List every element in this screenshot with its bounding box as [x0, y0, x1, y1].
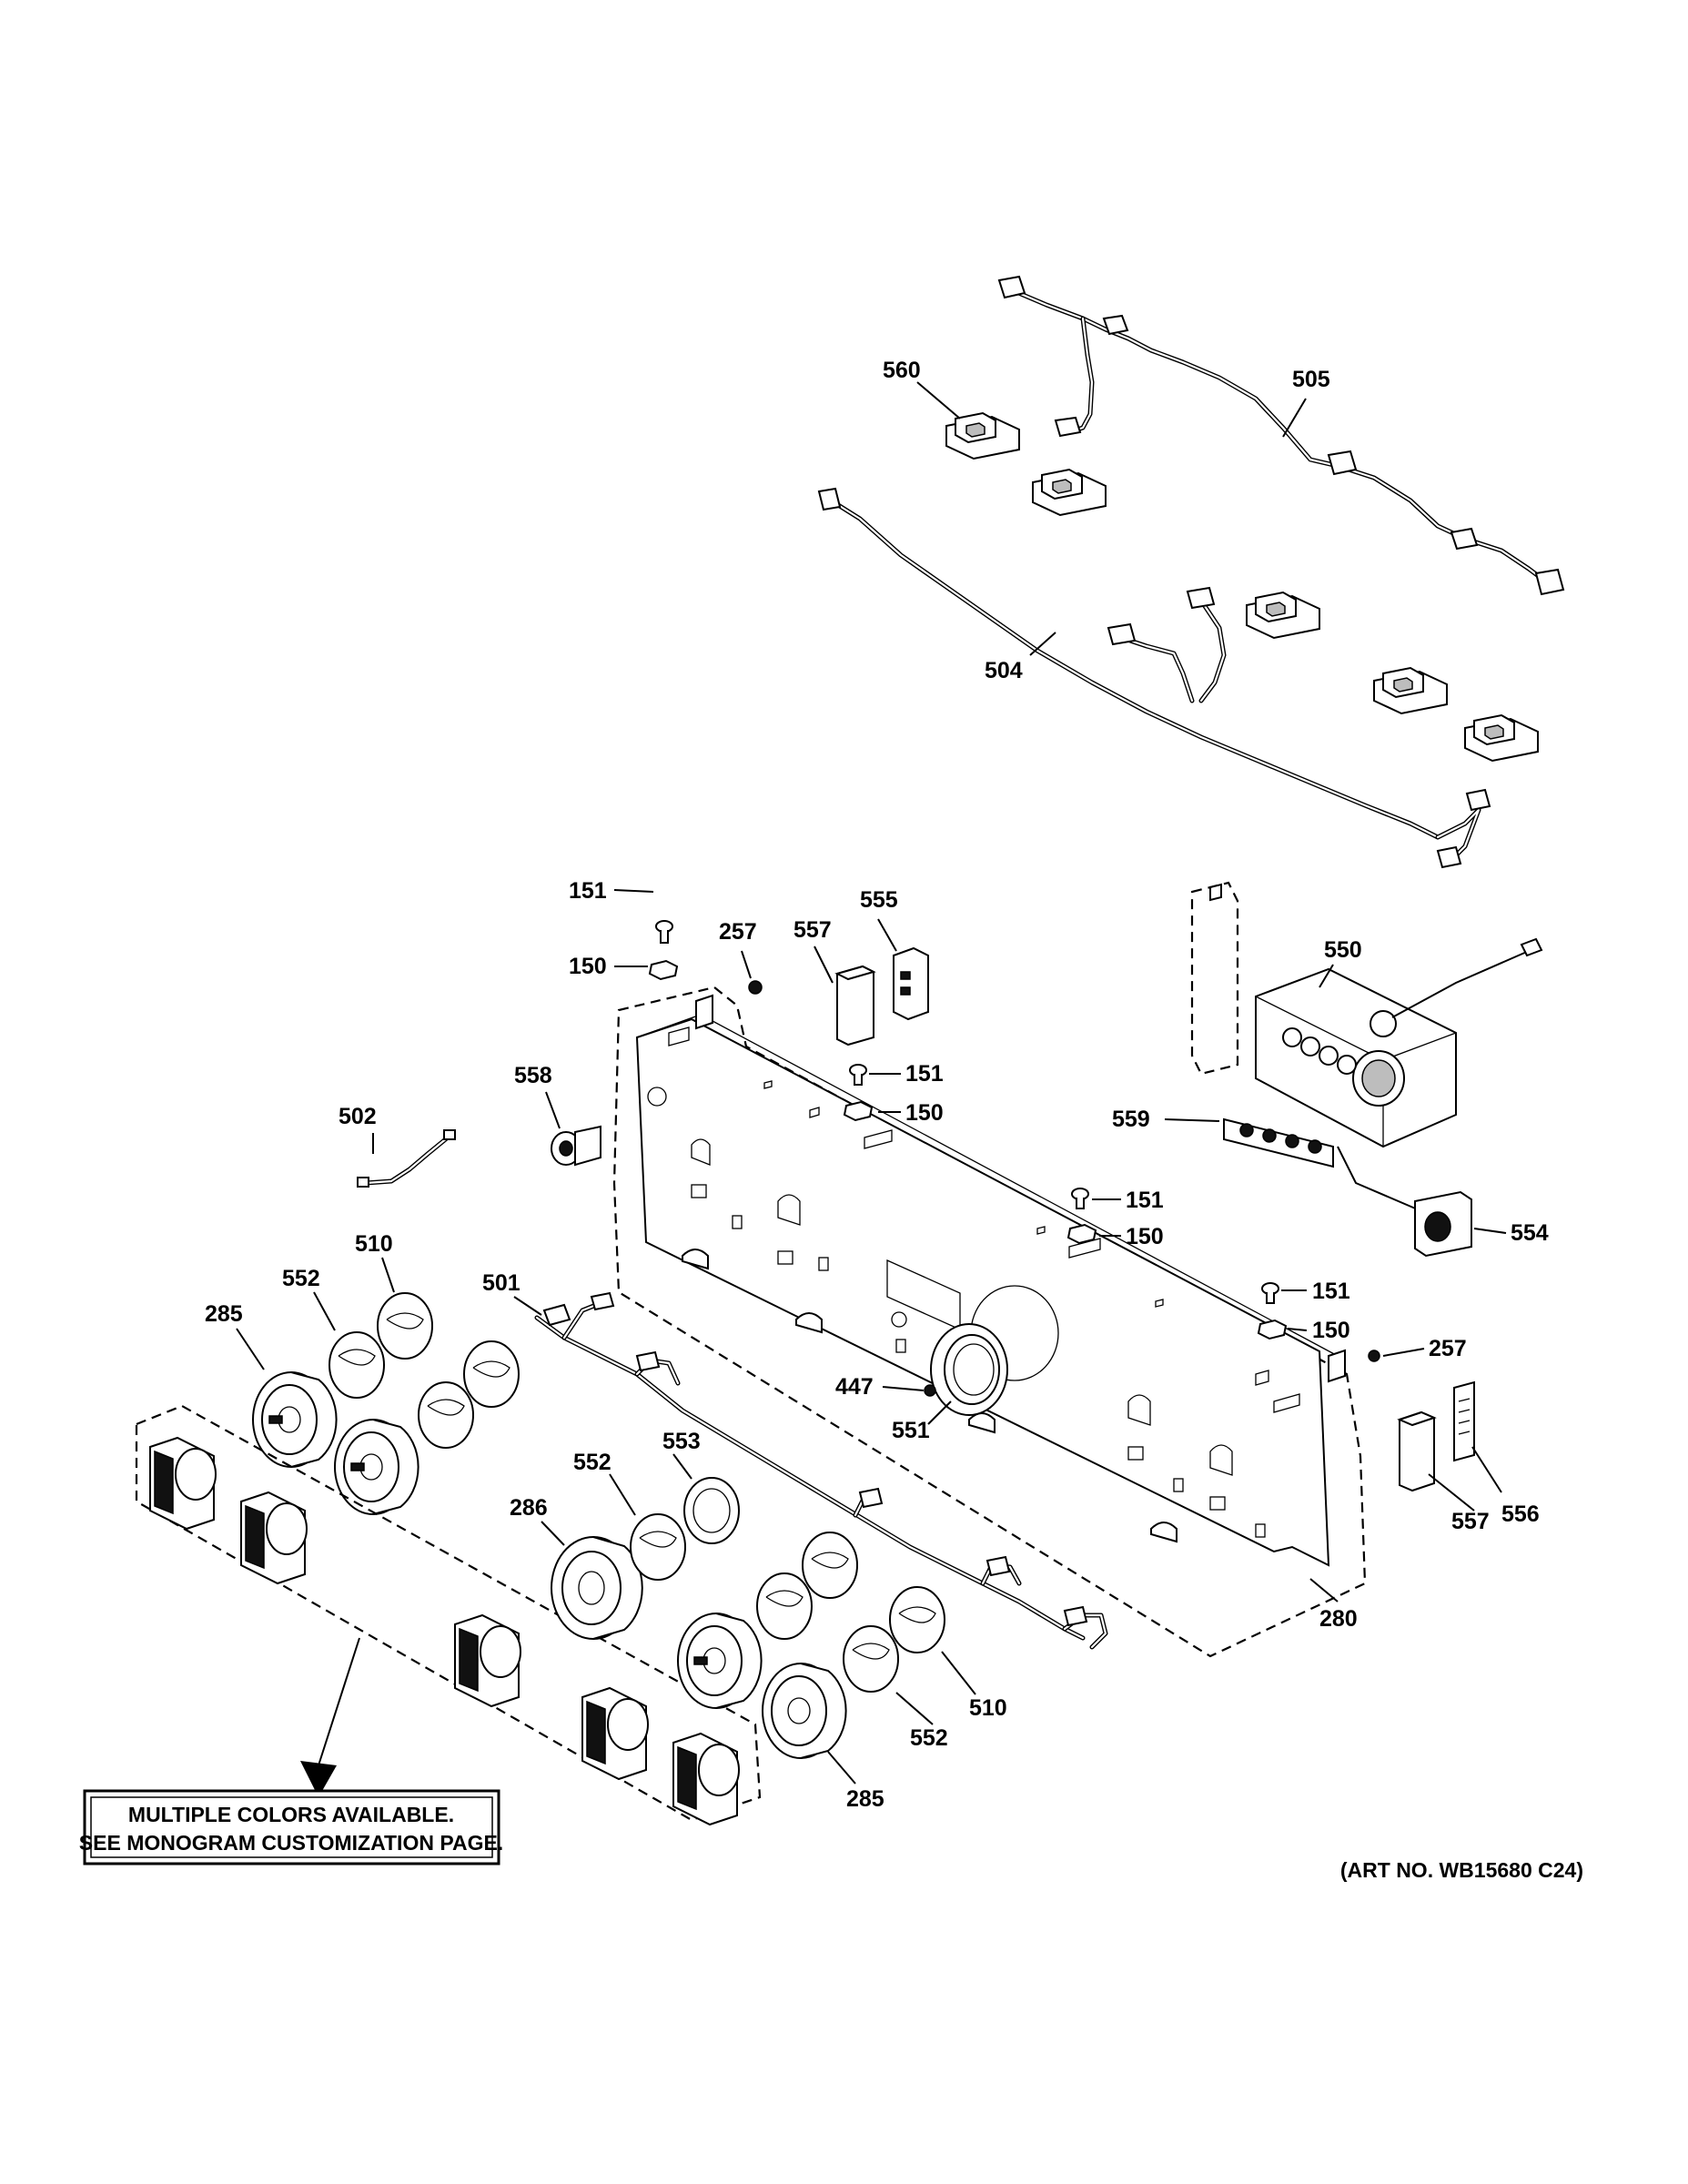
part-labels: 560 505 504 151 150 257 557 555 550 502 … — [205, 358, 1549, 1812]
clip-150-mid — [843, 1100, 874, 1122]
relay — [1246, 591, 1320, 640]
label-447: 447 — [835, 1374, 874, 1400]
label-286: 286 — [510, 1495, 548, 1521]
relay-560 — [945, 411, 1020, 460]
label-553: 553 — [662, 1429, 701, 1454]
screw-151-top — [655, 920, 673, 944]
label-150c: 150 — [1126, 1224, 1164, 1249]
label-151d: 151 — [1312, 1279, 1350, 1304]
note-line-2: SEE MONOGRAM CUSTOMIZATION PAGE. — [79, 1831, 503, 1855]
label-257b: 257 — [1429, 1336, 1467, 1361]
wire-harness-504 — [817, 487, 1491, 869]
bracket-557-top — [834, 965, 876, 1046]
knob-285-right2 — [762, 1663, 847, 1759]
screw-257-top — [748, 980, 763, 995]
clip-150-top — [648, 959, 679, 981]
knob-caps-group — [135, 1404, 762, 1826]
control-panel-280 — [612, 986, 1367, 1658]
knob-cap — [240, 1491, 308, 1585]
label-557b: 557 — [1451, 1509, 1490, 1534]
bezel-552-left2 — [418, 1381, 474, 1449]
label-150a: 150 — [569, 954, 607, 979]
label-551: 551 — [892, 1418, 930, 1443]
knob-cap — [581, 1686, 649, 1781]
screw-151-right — [1071, 1188, 1089, 1209]
relay — [1464, 713, 1539, 763]
switch-555 — [893, 946, 929, 1021]
screw-257-right — [1368, 1350, 1380, 1362]
bezel-552-right2 — [843, 1625, 899, 1693]
leader-lines — [236, 381, 1507, 1797]
bezel-552-right — [756, 1572, 813, 1640]
label-285b: 285 — [846, 1786, 884, 1812]
label-501: 501 — [482, 1270, 521, 1296]
label-505: 505 — [1292, 367, 1330, 392]
label-151a: 151 — [569, 878, 607, 904]
label-560: 560 — [883, 358, 921, 383]
screw-151-mid — [849, 1064, 867, 1086]
label-559: 559 — [1112, 1107, 1150, 1132]
speaker-554 — [1414, 1190, 1472, 1258]
label-552a: 552 — [282, 1266, 320, 1291]
screw-447 — [924, 1384, 936, 1397]
customization-note: MULTIPLE COLORS AVAILABLE. SEE MONOGRAM … — [79, 1789, 503, 1866]
label-552c: 552 — [910, 1725, 948, 1751]
bezel-551 — [930, 1323, 1008, 1416]
wire-502 — [357, 1129, 456, 1188]
switch-559 — [1223, 1117, 1334, 1168]
trim-510-right2 — [889, 1586, 945, 1653]
knob-285-left2 — [334, 1419, 419, 1515]
knob-286 — [551, 1536, 643, 1640]
ring-553 — [683, 1477, 740, 1544]
label-504: 504 — [985, 658, 1023, 683]
label-502: 502 — [339, 1104, 377, 1129]
label-510a: 510 — [355, 1231, 393, 1257]
bracket-557-right — [1397, 1410, 1437, 1492]
label-555: 555 — [860, 887, 898, 913]
bezel-552-center — [630, 1513, 686, 1581]
clip-150-far — [1257, 1319, 1288, 1340]
label-151c: 151 — [1126, 1188, 1164, 1213]
switch-558 — [551, 1125, 601, 1167]
label-285a: 285 — [205, 1301, 243, 1327]
relay — [1032, 468, 1107, 517]
bezel-552-left — [329, 1331, 385, 1399]
label-257a: 257 — [719, 919, 757, 945]
label-557a: 557 — [793, 917, 832, 943]
note-line-1: MULTIPLE COLORS AVAILABLE. — [128, 1803, 454, 1826]
screw-151-far — [1261, 1282, 1279, 1304]
trim-510-right — [802, 1532, 858, 1599]
label-554: 554 — [1511, 1220, 1549, 1246]
trim-510-left2 — [463, 1340, 520, 1408]
label-510b: 510 — [969, 1695, 1007, 1721]
label-556 — [1453, 1380, 1475, 1462]
knob-cap — [149, 1436, 217, 1531]
label-550: 550 — [1324, 937, 1362, 963]
clip-150-right — [1066, 1223, 1097, 1245]
relay — [1373, 666, 1448, 715]
knob-cap — [454, 1613, 521, 1708]
label-552b: 552 — [573, 1450, 612, 1475]
wire-harness-501 — [534, 1291, 1108, 1650]
knob-285-right — [677, 1613, 763, 1709]
label-556: 556 — [1501, 1502, 1540, 1527]
wire-harness-505 — [997, 275, 1565, 596]
art-number: (ART NO. WB15680 C24) — [1340, 1858, 1583, 1882]
label-151b: 151 — [905, 1061, 944, 1087]
knob-285-left — [252, 1371, 338, 1468]
control-board-550 — [1190, 881, 1543, 1211]
label-280: 280 — [1319, 1606, 1358, 1632]
label-558: 558 — [514, 1063, 552, 1088]
label-150b: 150 — [905, 1100, 944, 1126]
trim-510-left — [377, 1292, 433, 1360]
knob-cap — [672, 1732, 740, 1826]
label-150d: 150 — [1312, 1318, 1350, 1343]
